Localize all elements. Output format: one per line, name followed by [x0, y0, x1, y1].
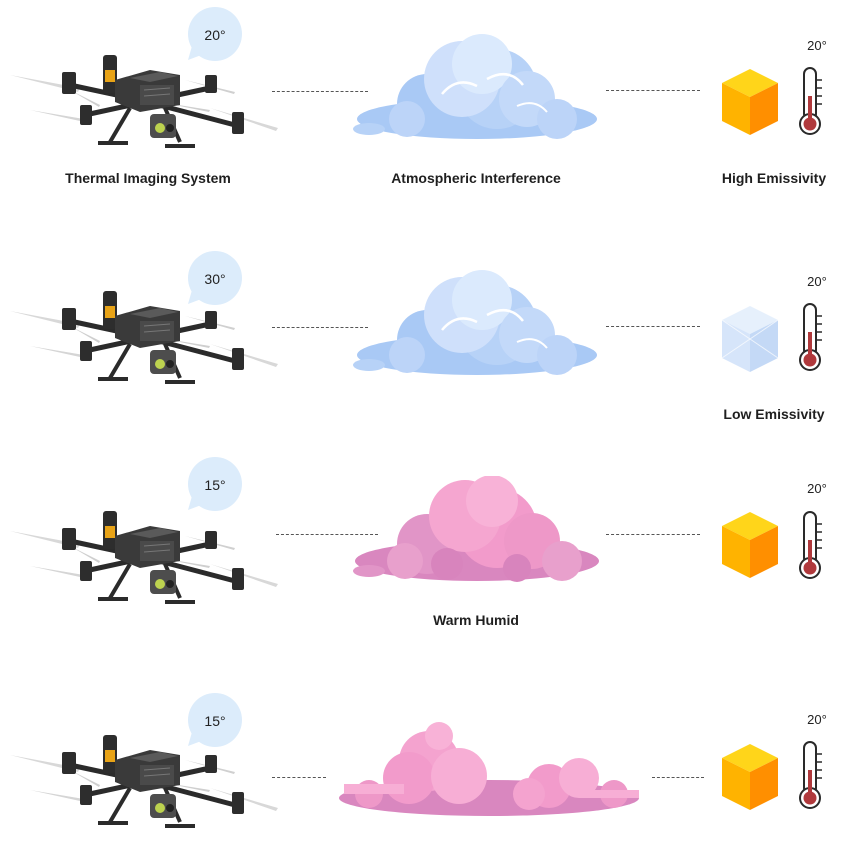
angle-bubble: 15° [186, 692, 244, 750]
thermometer-icon [797, 66, 823, 136]
thermometer-icon [797, 302, 823, 372]
angle-bubble: 30° [186, 250, 244, 308]
object-temperature: 20° [807, 38, 827, 53]
dashed-connector [652, 777, 704, 778]
object-label: Low Emissivity [723, 406, 825, 422]
medium-label: Warm Humid [433, 612, 519, 628]
object-temperature: 20° [807, 481, 827, 496]
scenario-row-2: 30° 20° Low Emissivity [0, 236, 858, 446]
dashed-connector [272, 91, 368, 92]
scenario-row-1: 20° 20° Thermal Imaging System Atmospher… [0, 0, 858, 210]
opaque-cube-icon [720, 67, 780, 137]
medium-label: Atmospheric Interference [391, 170, 561, 186]
system-label: Thermal Imaging System [65, 170, 231, 186]
dashed-connector [272, 777, 326, 778]
opaque-cube-icon [720, 510, 780, 580]
object-label: High Emissivity [721, 170, 827, 186]
dashed-connector [276, 534, 378, 535]
dashed-connector [606, 326, 700, 327]
angle-value: 15° [204, 713, 226, 729]
dashed-connector [272, 327, 368, 328]
object-temperature: 20° [807, 274, 827, 289]
scenario-row-4: 15° 20° [0, 676, 858, 847]
opaque-cube-icon [720, 742, 780, 812]
thermometer-icon [797, 740, 823, 810]
blue-cloud-icon [346, 34, 608, 144]
angle-value: 15° [204, 477, 226, 493]
angle-value: 20° [204, 27, 226, 43]
dashed-connector [606, 534, 700, 535]
object-temperature: 20° [807, 712, 827, 727]
angle-value: 30° [204, 271, 226, 287]
dashed-connector [606, 90, 700, 91]
pink-cloud-icon [346, 476, 608, 586]
transparent-cube-icon [720, 304, 780, 374]
pink-flat-cloud-icon [328, 716, 650, 826]
angle-bubble: 15° [186, 456, 244, 514]
thermometer-icon [797, 510, 823, 580]
scenario-row-3: 15° 20° Warm Humid [0, 446, 858, 656]
angle-bubble: 20° [186, 6, 244, 64]
blue-cloud-icon [346, 270, 608, 380]
